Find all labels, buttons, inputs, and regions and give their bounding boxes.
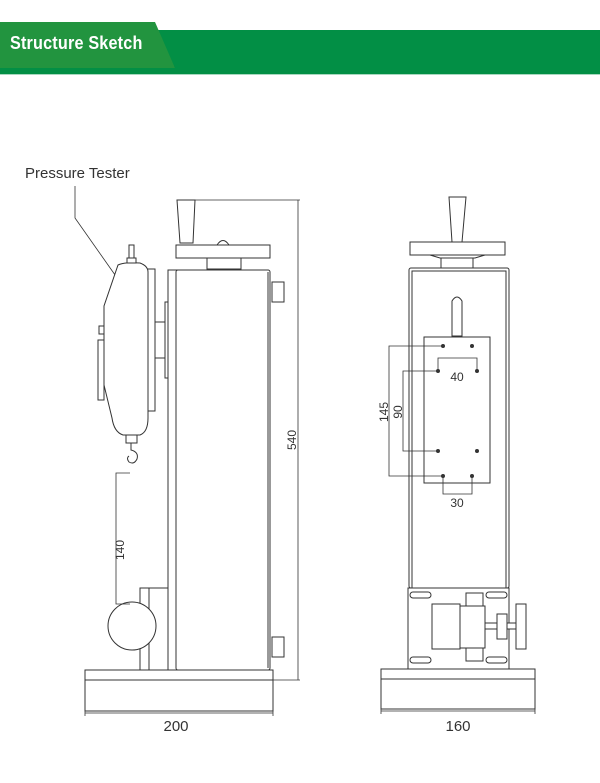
front-mount-plate	[423, 336, 491, 484]
callout-label: Pressure Tester	[25, 165, 130, 182]
front-view: 145 90 40 30 160	[377, 196, 536, 735]
dim-width-label: 200	[163, 718, 188, 735]
dim-hole-top-label: 40	[450, 370, 464, 384]
slider-rod	[451, 296, 463, 337]
side-handwheel	[175, 244, 271, 259]
side-handle	[176, 199, 196, 244]
hook	[127, 443, 138, 464]
dim-height-label: 540	[285, 430, 299, 450]
front-base	[380, 668, 536, 710]
dim-front-width-label: 160	[445, 718, 470, 735]
weight-ball	[107, 601, 157, 651]
dim-hole-bottom-label: 30	[450, 496, 464, 510]
adjust-knob	[515, 603, 527, 650]
dim-hole-outer-label: 145	[377, 402, 391, 422]
side-view: 140 540 200	[84, 199, 300, 735]
pressure-tester	[103, 262, 149, 436]
front-handwheel	[409, 241, 506, 256]
dim-hook-label: 140	[113, 540, 127, 560]
section-tab	[0, 22, 175, 68]
front-handle	[448, 196, 467, 243]
side-column-body	[175, 269, 271, 671]
side-base	[84, 669, 274, 712]
dim-hole-inner-label: 90	[391, 405, 405, 419]
section-title: Structure Sketch	[10, 33, 143, 53]
callout-leader	[74, 186, 121, 283]
